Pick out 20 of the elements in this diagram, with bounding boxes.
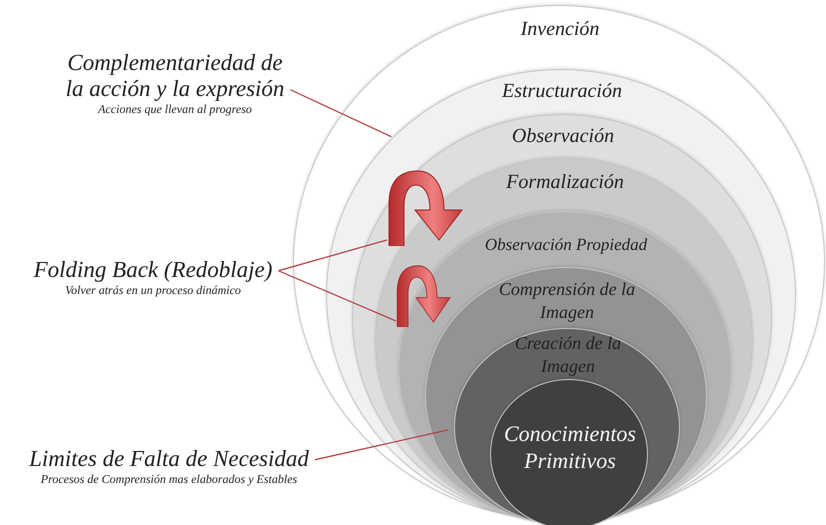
callout-heading: Complementariedad de la acción y la expresión xyxy=(64,50,286,102)
ring-label: Formalización xyxy=(505,171,625,194)
ring-label: Invención xyxy=(520,18,600,41)
ring-label: Observación xyxy=(510,125,616,148)
curved-arrow xyxy=(386,170,466,246)
ring-label: Estructuración xyxy=(500,80,623,103)
ring-label: Observación Propiedad xyxy=(484,234,648,256)
leader-line xyxy=(314,429,449,460)
leader-line xyxy=(290,89,392,138)
callout-subtitle: Acciones que llevan al progreso xyxy=(96,102,253,117)
ring-label: Creación de la Imagen xyxy=(514,332,622,378)
ring-label: Comprensión de la Imagen xyxy=(498,278,636,324)
callout-heading: Limites de Falta de Necesidad xyxy=(28,446,310,472)
callout-subtitle: Procesos de Comprensión mas elaborados y Estables xyxy=(40,472,298,487)
leader-line xyxy=(278,270,396,322)
leader-line xyxy=(278,239,388,272)
callout-subtitle: Volver atrás en un proceso dinámico xyxy=(64,283,242,298)
ring-label: Conocimientos Primitivos xyxy=(503,420,637,474)
callout-heading: Folding Back (Redoblaje) xyxy=(32,257,274,283)
curved-arrow xyxy=(395,265,453,327)
